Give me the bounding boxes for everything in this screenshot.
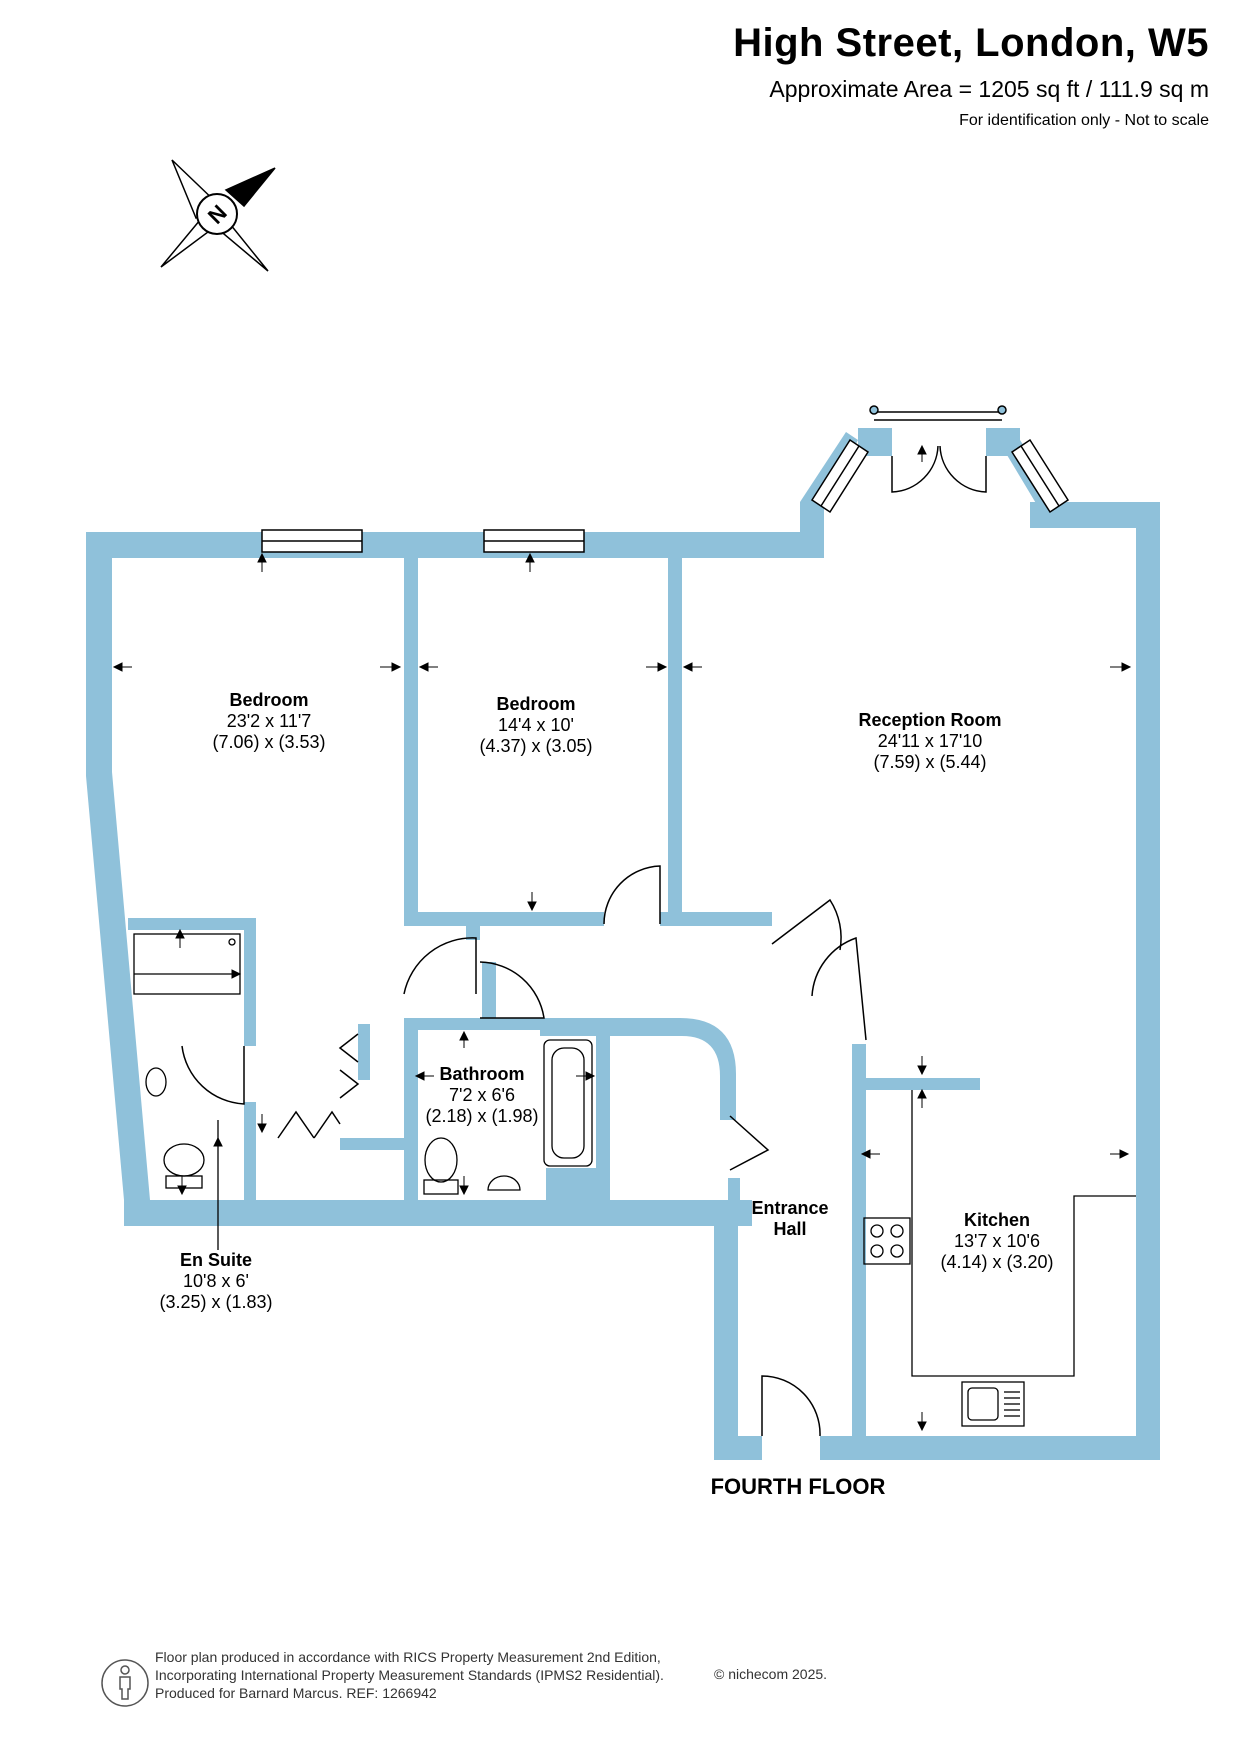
brand-credit: © nichecom 2025.	[714, 1666, 828, 1682]
bathroom-imperial: 7'2 x 6'6	[449, 1085, 515, 1105]
footer-line1: Floor plan produced in accordance with R…	[155, 1649, 661, 1665]
kitchen-metric: (4.14) x (3.20)	[940, 1252, 1053, 1272]
bath	[543, 1039, 593, 1167]
compass-icon: N	[160, 159, 276, 272]
property-title: High Street, London, W5	[733, 21, 1209, 65]
approximate-area: Approximate Area = 1205 sq ft / 111.9 sq…	[769, 76, 1209, 102]
kitchen-imperial: 13'7 x 10'6	[954, 1231, 1040, 1251]
shower-tray	[133, 933, 241, 995]
ensuite-metric: (3.25) x (1.83)	[159, 1292, 272, 1312]
bedroom2-imperial: 14'4 x 10'	[498, 715, 574, 735]
floor-label: FOURTH FLOOR	[711, 1474, 886, 1499]
header: High Street, London, W5 Approximate Area…	[733, 18, 1209, 132]
measurement-arrows	[112, 444, 1132, 1432]
ensuite-imperial: 10'8 x 6'	[183, 1271, 249, 1291]
bedroom2-name: Bedroom	[496, 694, 575, 714]
doors	[181, 865, 867, 1437]
kitchen-sink	[961, 1381, 1025, 1427]
kitchen-name: Kitchen	[964, 1210, 1030, 1230]
bedroom2-metric: (4.37) x (3.05)	[479, 736, 592, 756]
footer-line2: Incorporating International Property Mea…	[155, 1667, 664, 1683]
ensuite-toilet	[163, 1143, 205, 1177]
bedroom1-name: Bedroom	[229, 690, 308, 710]
hall-name-line2: Hall	[773, 1219, 806, 1239]
windows	[261, 438, 1070, 553]
fixtures	[133, 933, 1136, 1427]
ensuite-basin	[145, 1067, 167, 1097]
ensuite-name: En Suite	[180, 1250, 252, 1270]
bay-doors	[869, 405, 1007, 493]
bathroom-metric: (2.18) x (1.98)	[425, 1106, 538, 1126]
reception-imperial: 24'11 x 17'10	[878, 731, 983, 751]
disclaimer: For identification only - Not to scale	[959, 112, 1209, 129]
bathroom-toilet	[424, 1137, 458, 1183]
hall-name-line1: Entrance	[751, 1198, 828, 1218]
footer-line3: Produced for Barnard Marcus. REF: 126694…	[155, 1685, 437, 1701]
kitchen-worktop	[911, 1090, 1136, 1377]
walls	[86, 428, 1160, 1460]
reception-metric: (7.59) x (5.44)	[873, 752, 986, 772]
bathroom-name: Bathroom	[440, 1064, 525, 1084]
bedroom1-imperial: 23'2 x 11'7	[227, 711, 312, 731]
reception-name: Reception Room	[858, 710, 1001, 730]
person-icon	[101, 1659, 149, 1707]
room-labels: Bedroom 23'2 x 11'7 (7.06) x (3.53) Bedr…	[159, 690, 1053, 1499]
bathroom-basin	[487, 1175, 521, 1191]
bedroom1-metric: (7.06) x (3.53)	[212, 732, 325, 752]
footer: Floor plan produced in accordance with R…	[155, 1648, 664, 1702]
hob	[863, 1217, 911, 1265]
